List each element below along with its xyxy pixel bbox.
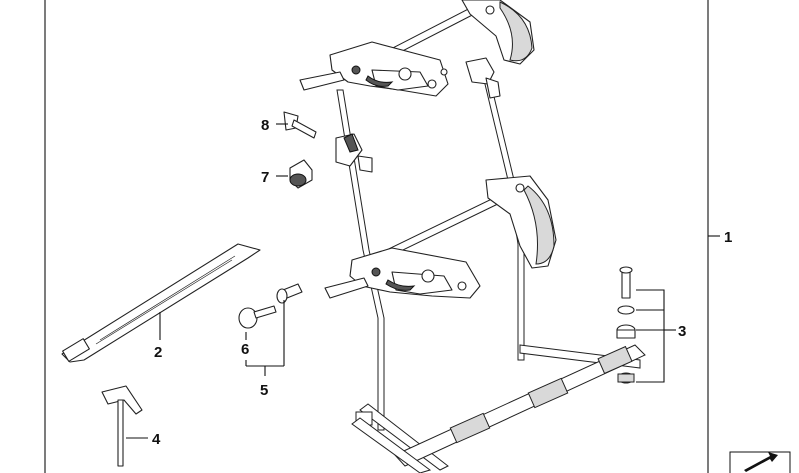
callout-1: 1 bbox=[724, 229, 732, 246]
clamp-knob bbox=[276, 159, 313, 189]
callout-3: 3 bbox=[678, 323, 686, 340]
fastening-strap bbox=[61, 243, 261, 363]
callout-labels: 1 2 3 4 5 6 7 8 bbox=[152, 117, 732, 448]
callout-4: 4 bbox=[152, 431, 161, 448]
mounting-hardware bbox=[616, 266, 676, 384]
key-lock-set bbox=[238, 283, 303, 376]
bike-carrier-frame bbox=[299, 0, 646, 473]
callout-8: 8 bbox=[261, 117, 269, 134]
navigation-arrow-icon[interactable] bbox=[729, 451, 791, 473]
callout-7: 7 bbox=[261, 169, 269, 186]
callout-6: 6 bbox=[241, 341, 249, 358]
callout-2: 2 bbox=[154, 344, 162, 361]
t-handle-key bbox=[101, 385, 148, 467]
callout-5: 5 bbox=[260, 382, 268, 399]
wing-screw bbox=[276, 111, 317, 139]
